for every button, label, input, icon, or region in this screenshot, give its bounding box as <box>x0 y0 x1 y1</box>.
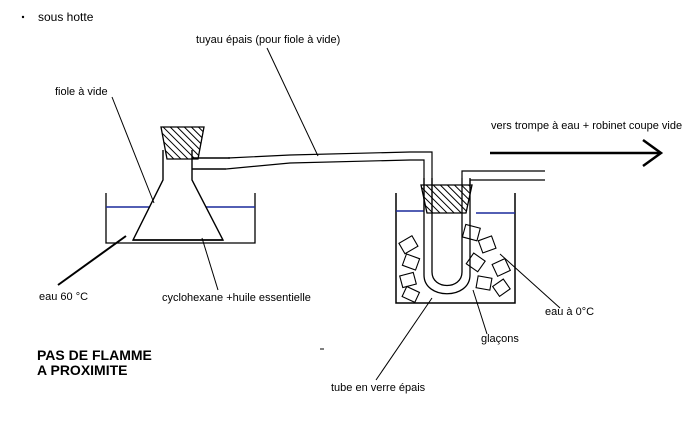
fume-hood-note: sous hotte <box>38 10 94 24</box>
cold-water-label: eau à 0°C <box>545 306 595 318</box>
leader-cold-water <box>499 253 561 309</box>
warm-water-label: eau 60 °C <box>39 291 89 303</box>
pump-arrow <box>490 138 664 168</box>
warning-line-2: A PROXIMITE <box>37 362 128 378</box>
vacuum-hose <box>225 151 433 210</box>
ice-cube <box>477 235 497 254</box>
stray-dot <box>21 15 25 19</box>
warning-line-1: PAS DE FLAMME <box>37 347 152 363</box>
vacuum-flask <box>131 150 230 241</box>
ice-cube <box>399 271 417 289</box>
ice-cubes <box>398 223 512 304</box>
leader-lines <box>57 47 561 381</box>
ice-cube <box>491 278 511 298</box>
leader-glass-tube <box>375 297 433 381</box>
u-tube <box>423 178 471 295</box>
leader-warm-water <box>57 235 127 286</box>
leader-hose <box>266 47 319 157</box>
ice-cube <box>461 223 481 242</box>
mixture-label: cyclohexane +huile essentielle <box>162 292 311 304</box>
ice-cube <box>398 235 419 255</box>
ice-cube <box>401 253 421 271</box>
ice-cube <box>401 285 421 304</box>
flask-label: fiole à vide <box>55 86 108 98</box>
leader-ice <box>472 289 488 335</box>
leader-flask <box>111 96 155 204</box>
ice-cube <box>475 275 493 291</box>
hose-label: tuyau épais (pour fiole à vide) <box>196 34 341 46</box>
pump-outlet <box>461 170 545 184</box>
warm-water-bath <box>105 193 256 244</box>
ice-cube <box>465 252 486 273</box>
stopper <box>160 126 205 160</box>
glass-tube-label: tube en verre épais <box>331 382 426 394</box>
leader-mixture <box>201 237 219 291</box>
trap-stopper <box>420 184 473 214</box>
ice-label: glaçons <box>481 333 519 345</box>
cold-trap-beaker <box>395 193 516 304</box>
pump-label: vers trompe à eau + robinet coupe vide <box>491 120 683 132</box>
ice-cube <box>491 257 512 278</box>
